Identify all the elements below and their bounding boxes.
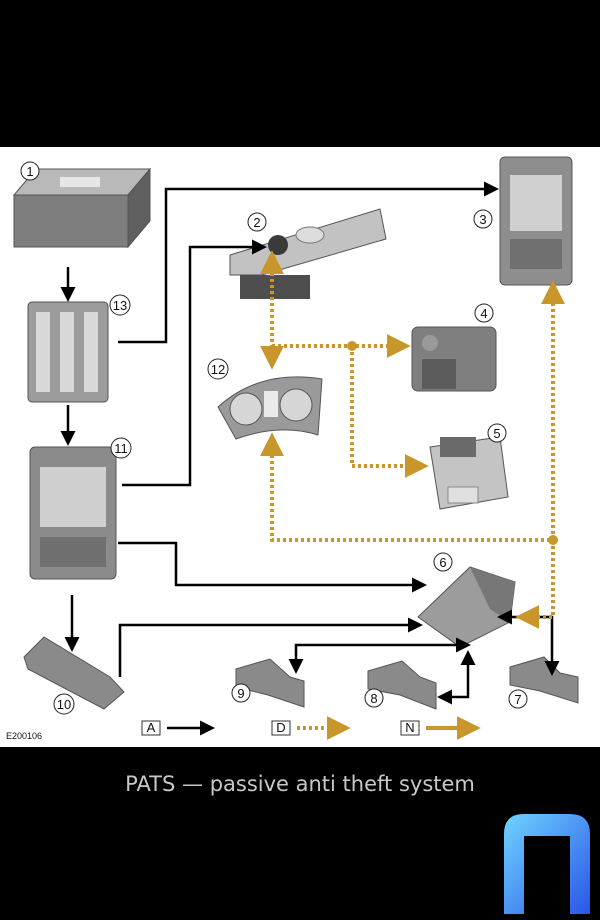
callout-1: 1 (20, 161, 40, 181)
wire-11-6 (118, 541, 427, 593)
svg-text:D: D (276, 720, 285, 735)
document-code: E200106 (6, 731, 42, 741)
callout-3: 3 (473, 209, 493, 229)
callout-6: 6 (433, 552, 453, 572)
legend: A D N (141, 716, 481, 740)
n-logo-icon (504, 814, 590, 914)
callout-11: 11 (110, 437, 132, 459)
callout-9: 9 (231, 683, 251, 703)
callout-7: 7 (508, 689, 528, 709)
abs-module-component (411, 326, 497, 392)
callout-4: 4 (474, 303, 494, 323)
callout-8: 8 (364, 688, 384, 708)
callout-10: 10 (53, 693, 75, 715)
bus-to-5 (350, 346, 429, 478)
bus-12-main (260, 432, 553, 542)
wire-6-8 (437, 650, 476, 705)
svg-text:10: 10 (57, 697, 71, 712)
wire-6-9 (288, 637, 471, 674)
legend-key-a: A (141, 720, 215, 736)
svg-text:4: 4 (480, 306, 487, 321)
svg-text:6: 6 (439, 555, 446, 570)
legend-key-d: D (271, 716, 351, 740)
bus-junction-dot (548, 535, 558, 545)
instrument-cluster-component (217, 376, 323, 440)
svg-text:3: 3 (479, 212, 486, 227)
callout-13: 13 (109, 294, 131, 316)
engine-control-module-component (429, 436, 509, 510)
svg-text:11: 11 (114, 441, 128, 456)
keyless-module-component (417, 566, 516, 648)
callout-5: 5 (487, 423, 507, 443)
svg-text:5: 5 (493, 426, 500, 441)
data-bus-connections (260, 250, 565, 629)
wire-13-3 (118, 181, 499, 344)
svg-text:13: 13 (113, 298, 127, 313)
fuse-junction-component (27, 301, 109, 403)
power-distribution-component (499, 156, 573, 286)
battery-component (12, 167, 152, 249)
svg-text:8: 8 (370, 691, 377, 706)
svg-text:9: 9 (237, 686, 244, 701)
callout-12: 12 (207, 358, 229, 380)
caption: PATS — passive anti theft system (125, 772, 475, 796)
body-control-module-component (29, 446, 117, 580)
svg-text:1: 1 (26, 164, 33, 179)
svg-text:N: N (405, 720, 414, 735)
wire-10-6 (118, 617, 423, 677)
svg-text:2: 2 (253, 215, 260, 230)
receiver-component (23, 636, 125, 710)
hardwired-connections (60, 181, 560, 705)
diagram-panel: 1 2 3 4 5 6 7 8 9 10 11 12 13 A D N E200… (0, 147, 600, 747)
bus-junction-dot (347, 341, 357, 351)
svg-text:12: 12 (211, 362, 225, 377)
pats-diagram: 1 2 3 4 5 6 7 8 9 10 11 12 13 A D N E200… (6, 156, 579, 741)
legend-key-n: N (400, 716, 481, 740)
wire-11-2 (122, 239, 267, 487)
bus-to-6 (515, 540, 555, 629)
svg-text:A: A (147, 720, 156, 735)
callout-2: 2 (247, 212, 267, 232)
svg-text:7: 7 (514, 692, 521, 707)
